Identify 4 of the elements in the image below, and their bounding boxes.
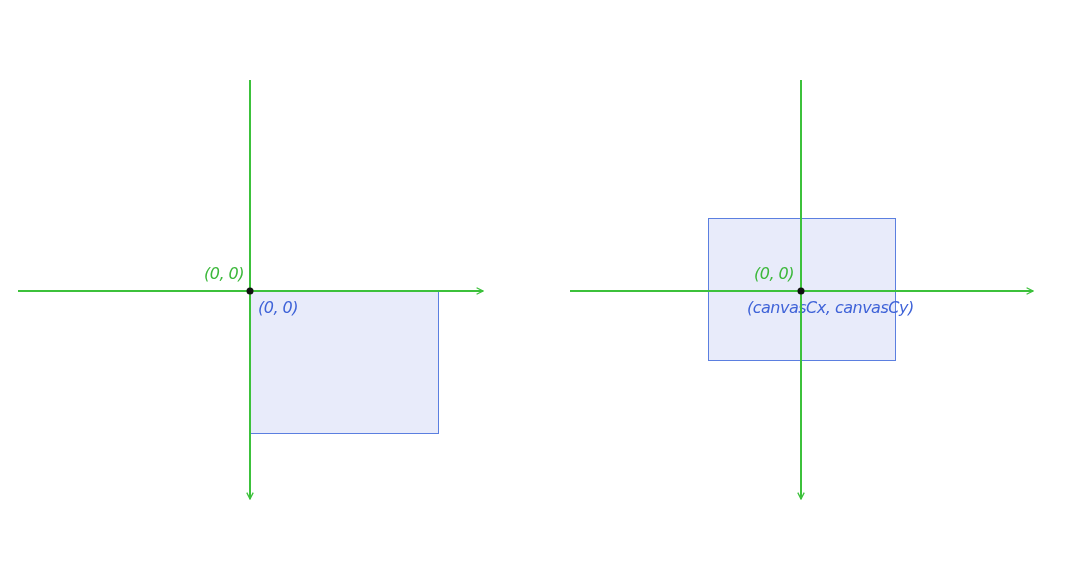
origin-label: (0, 0) bbox=[754, 264, 794, 283]
coordinate-label: (0, 0) bbox=[258, 298, 298, 317]
origin-label: (0, 0) bbox=[204, 264, 244, 283]
canvas-rectangle bbox=[250, 291, 439, 434]
